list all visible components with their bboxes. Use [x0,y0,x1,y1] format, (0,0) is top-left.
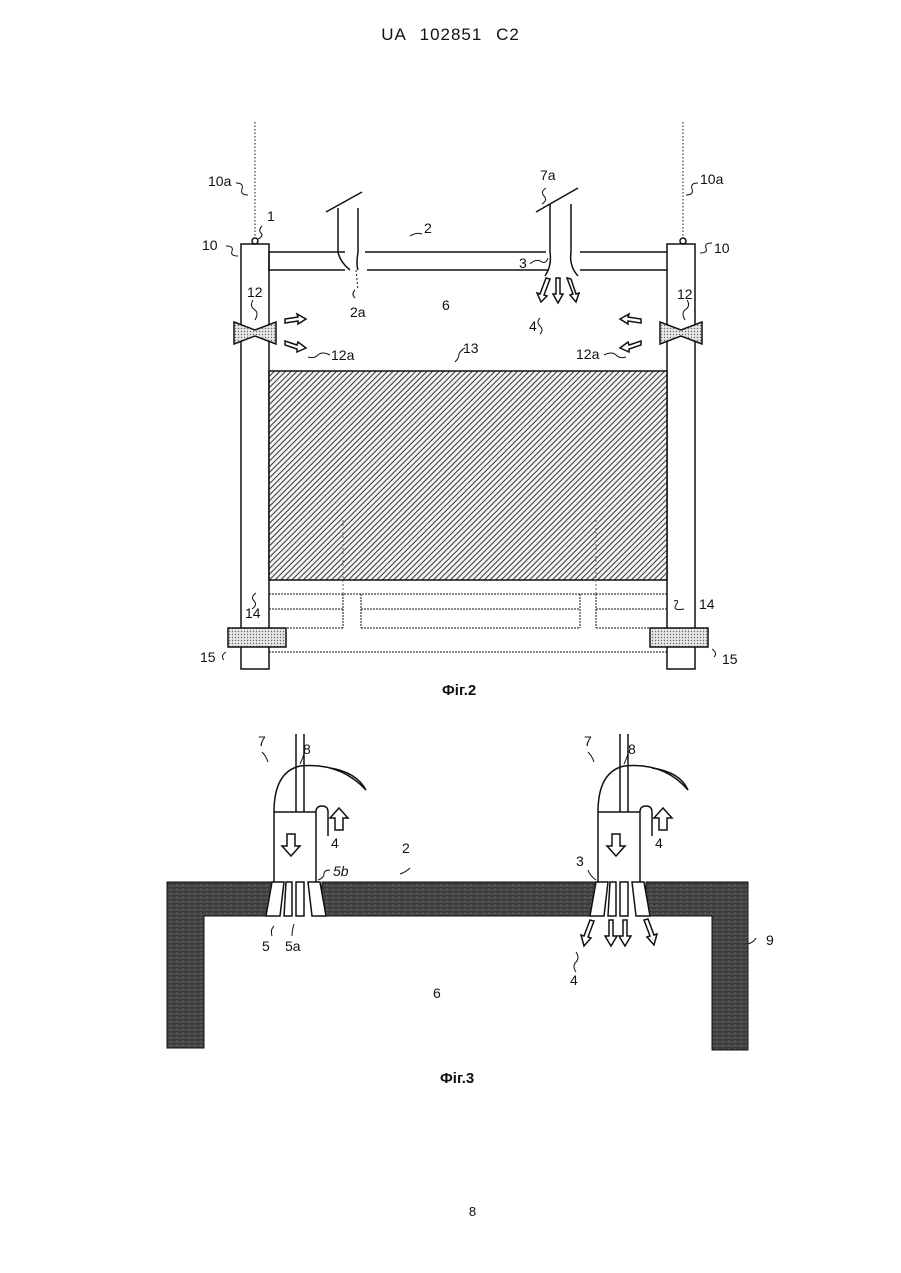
label-3: 3 [519,255,527,271]
product-stack [269,371,667,580]
hook-left [252,238,258,244]
support-block-left [228,628,286,647]
label-9: 9 [766,932,774,948]
label-4-top-left: 4 [331,835,339,851]
label-4-bottom: 4 [570,972,578,988]
label-7-left: 7 [258,733,266,749]
duct-left-jet [356,270,358,290]
post-right [667,244,695,669]
air-flow-arrows-left [285,314,306,352]
arrow-down-left [282,834,300,856]
figure-3-caption: Фіг.3 [440,1070,474,1087]
support-block-right [650,628,708,647]
insulated-roof-left-gap [322,882,596,916]
figure-3: 7 8 7 8 4 4 2 5b 3 5 5a 9 6 4 Фіг.3 [167,733,774,1087]
label-12-right: 12 [677,286,693,302]
label-14-right: 14 [699,596,715,612]
air-inlet-device-left [234,322,276,344]
label-5b: 5b [333,863,349,879]
label-5: 5 [262,938,270,954]
duct-left [338,208,358,270]
label-12-left: 12 [247,284,263,300]
figure-2: 10a 10a 7a 1 2 10 10 3 12 12 2a 6 4 12a … [200,122,738,699]
duct-right [545,204,578,276]
label-2a: 2a [350,304,366,320]
air-flow-arrows-right [620,314,641,352]
label-5a: 5a [285,938,301,954]
damper-left [326,192,362,212]
arrow-down-right [607,834,625,856]
label-1: 1 [267,208,275,224]
label-12a-left: 12a [331,347,355,363]
label-2-fig3: 2 [402,840,410,856]
label-10-left: 10 [202,237,218,253]
leader-lines-fig3 [262,752,756,972]
outlet-arrows-fig2 [537,278,579,303]
insulated-wall-right [646,882,748,1050]
label-7a: 7a [540,167,556,183]
label-7-right: 7 [584,733,592,749]
arrow-up-left [330,808,348,830]
label-6-fig2: 6 [442,297,450,313]
label-8-left: 8 [303,741,311,757]
insulated-wall-9 [167,882,272,1048]
label-10-right: 10 [714,240,730,256]
label-4-fig2: 4 [529,318,537,334]
label-15-left: 15 [200,649,216,665]
label-2: 2 [424,220,432,236]
label-6-fig3: 6 [433,985,441,1001]
label-3-fig3: 3 [576,853,584,869]
label-15-right: 15 [722,651,738,667]
page-number: 8 [0,1204,901,1219]
label-8-right: 8 [628,741,636,757]
label-10a-right: 10a [700,171,724,187]
outlet-arrows-fig3 [581,919,657,946]
label-13: 13 [463,340,479,356]
label-12a-right: 12a [576,346,600,362]
label-10a-left: 10a [208,173,232,189]
air-inlet-device-right [660,322,702,344]
arrow-up-right [654,808,672,830]
label-14-left: 14 [245,605,261,621]
roof-beam [269,252,667,270]
label-4-top-right: 4 [655,835,663,851]
figure-2-caption: Фіг.2 [442,682,476,699]
hook-right [680,238,686,244]
